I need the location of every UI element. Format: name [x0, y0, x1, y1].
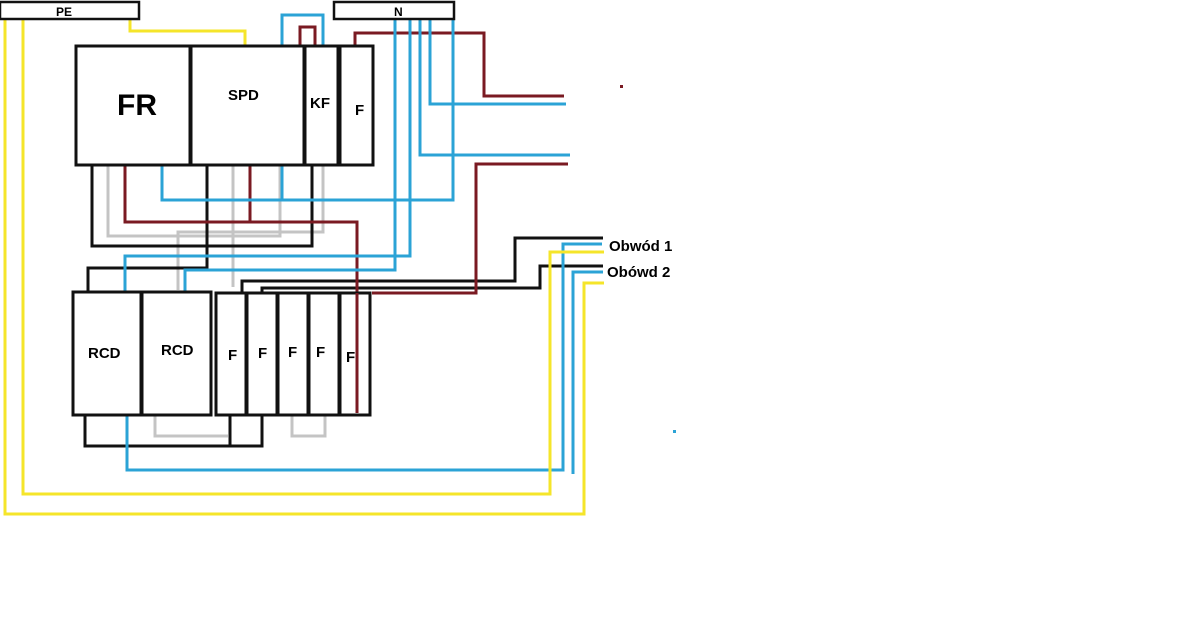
f-label-2: F — [258, 345, 267, 362]
stray-dot-red — [620, 85, 623, 88]
fr-module: FR — [74, 44, 192, 167]
pe-label: PE — [56, 5, 72, 19]
rcd-label-2: RCD — [161, 342, 194, 359]
black-wires — [83, 165, 603, 448]
circuit-1-label: Obwód 1 — [609, 238, 672, 255]
rcd-module-2: RCD — [140, 290, 213, 417]
rcd-module-1: RCD — [71, 290, 143, 417]
f-label-top: F — [355, 102, 364, 119]
pe-wires — [3, 20, 604, 516]
f-label-4: F — [316, 344, 325, 361]
neutral-wires — [123, 13, 603, 474]
n-label: N — [394, 5, 403, 19]
spd-module: SPD — [189, 44, 306, 167]
f-label-3: F — [288, 344, 297, 361]
pe-busbar: PE — [0, 0, 141, 21]
n-busbar: N — [332, 0, 456, 21]
f-label-1: F — [228, 347, 237, 364]
f-module-3: F — [276, 291, 310, 417]
stray-dot-blue — [673, 430, 676, 433]
circuit-2-label: Obówd 2 — [607, 264, 670, 281]
f-module-1: F — [214, 291, 248, 417]
fr-label: FR — [117, 89, 157, 122]
f-module-4: F — [307, 291, 341, 417]
rcd-label-1: RCD — [88, 345, 121, 362]
kf-module: KF — [303, 44, 340, 167]
f-module-top: F — [338, 44, 375, 167]
f-module-5: F — [338, 291, 372, 417]
f-module-2: F — [245, 291, 279, 417]
kf-label: KF — [310, 95, 330, 112]
spd-label: SPD — [228, 87, 259, 104]
f-label-5: F — [346, 349, 355, 366]
